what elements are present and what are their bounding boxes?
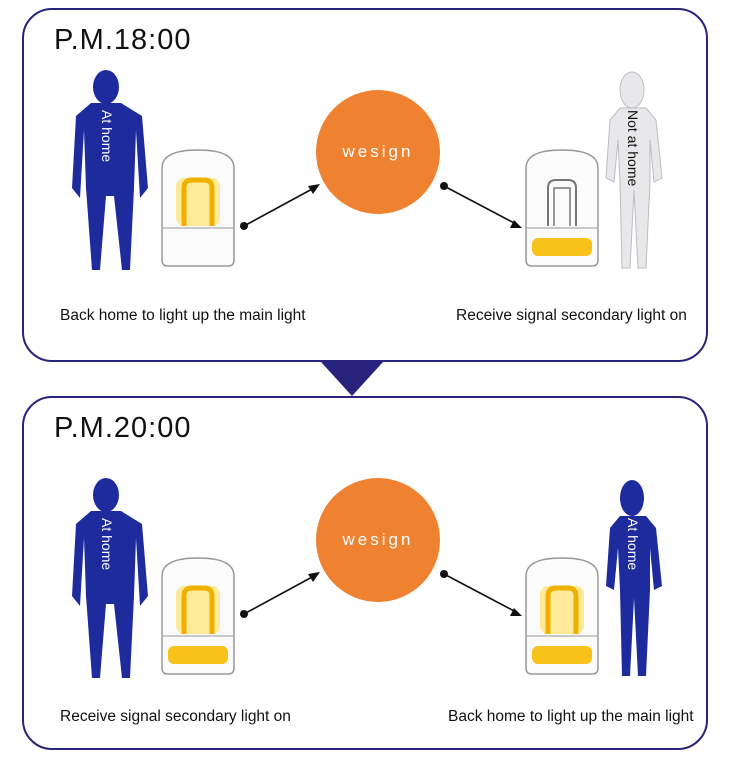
signal-arrow-icon bbox=[440, 182, 522, 228]
man-figure-icon: At home bbox=[72, 70, 148, 270]
wesign-hub: wesign bbox=[316, 90, 440, 214]
signal-arrow-icon bbox=[240, 572, 320, 618]
right-caption: Back home to light up the main light bbox=[448, 708, 694, 725]
lamp-full-light-icon bbox=[161, 557, 235, 675]
scene-panel-top: P.M.18:00 At home bbox=[22, 8, 708, 362]
person-status-label: At home bbox=[99, 518, 115, 570]
signal-arrow-icon bbox=[240, 184, 320, 230]
person-status-label: At home bbox=[99, 110, 115, 162]
left-caption: Back home to light up the main light bbox=[60, 307, 306, 324]
person-status-label: At home bbox=[625, 518, 641, 570]
time-label: P.M.18:00 bbox=[54, 24, 192, 56]
lamp-full-light-icon bbox=[525, 557, 599, 675]
lamp-main-light-icon bbox=[161, 149, 235, 267]
right-caption: Receive signal secondary light on bbox=[456, 307, 687, 324]
woman-figure-icon: At home bbox=[606, 480, 662, 676]
man-figure-icon: At home bbox=[72, 478, 148, 678]
time-label: P.M.20:00 bbox=[54, 412, 192, 444]
left-caption: Receive signal secondary light on bbox=[60, 708, 291, 725]
scene-panel-bottom: P.M.20:00 At home bbox=[22, 396, 708, 750]
lamp-secondary-light-icon bbox=[525, 149, 599, 267]
transition-arrow-icon bbox=[321, 362, 383, 396]
woman-figure-icon: Not at home bbox=[605, 71, 663, 269]
signal-arrow-icon bbox=[440, 570, 522, 616]
wesign-hub: wesign bbox=[316, 478, 440, 602]
person-status-label: Not at home bbox=[625, 110, 641, 186]
